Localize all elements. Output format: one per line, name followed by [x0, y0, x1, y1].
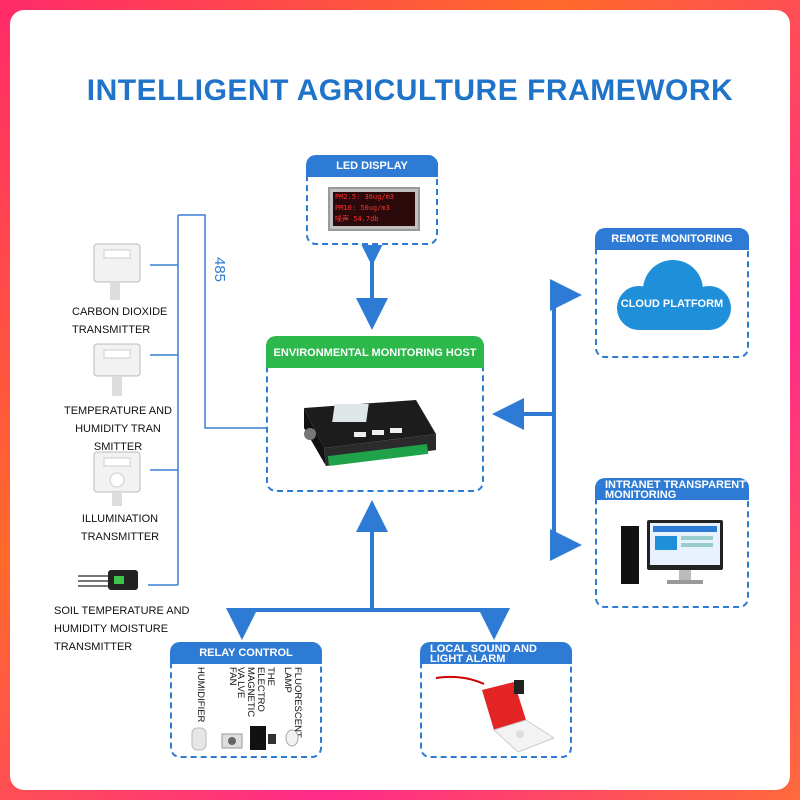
soil-sensor-icon — [78, 570, 138, 590]
valve-icon — [250, 726, 266, 750]
cloud-icon — [617, 260, 731, 330]
alarm-device-icon — [435, 675, 556, 753]
led-line-3: 噪声 54.7db — [335, 215, 379, 223]
led-display-header: LED DISPLAY — [306, 155, 438, 177]
computer-icon — [621, 520, 723, 584]
alarm-panel: LOCAL SOUND AND LIGHT ALARM — [420, 642, 572, 758]
intranet-panel: INTRANET TRANSPARENT MONITORING — [595, 478, 749, 608]
sensor-label-temp-humidity: TEMPERATURE AND HUMIDITY TRAN SMITTER — [64, 405, 172, 453]
intranet-header: INTRANET TRANSPARENT MONITORING — [595, 478, 749, 501]
page-title: INTELLIGENT AGRICULTURE FRAMEWORK — [86, 74, 734, 107]
relay-device-valve: THE ELECTRO MAGNETIC VA LVE — [235, 667, 276, 718]
host-panel: ENVIRONMENTAL MONITORING HOST — [266, 336, 484, 492]
sensor-label-soil: SOIL TEMPERATURE AND HUMIDITY MOISTURE T… — [54, 605, 190, 653]
illumination-sensor-icon — [93, 451, 141, 506]
led-line-1: PM2.5: 36ug/m3 — [335, 193, 395, 201]
relay-device-humidifier: HUMIDIFIER — [195, 667, 206, 723]
remote-monitoring-panel: REMOTE MONITORING CLOUD PLATFORM — [595, 228, 749, 358]
host-device-icon — [304, 400, 436, 467]
relay-header: RELAY CONTROL — [170, 642, 322, 664]
rs485-bus — [148, 214, 266, 586]
led-sign: PM2.5: 36ug/m3 PM10: 50ug/m3 噪声 54.7db — [328, 187, 420, 231]
led-line-2: PM10: 50ug/m3 — [335, 204, 390, 212]
humidifier-icon — [191, 727, 207, 751]
sensor-label-illumination: ILLUMINATION TRANSMITTER — [80, 513, 160, 543]
host-header: ENVIRONMENTAL MONITORING HOST — [266, 336, 484, 368]
alarm-header: LOCAL SOUND AND LIGHT ALARM — [420, 642, 572, 665]
lamp-icon — [285, 729, 299, 747]
relay-device-fan: FAN — [227, 667, 238, 686]
led-display-panel: LED DISPLAY PM2.5: 36ug/m3 PM10: 50ug/m3… — [306, 155, 438, 245]
relay-device-lamp: FLUORESCENT LAMP — [282, 667, 303, 738]
remote-header: REMOTE MONITORING — [595, 228, 749, 250]
co2-sensor-icon — [93, 243, 141, 300]
bus-label: 485 — [211, 257, 228, 283]
sensor-label-co2: CARBON DIOXIDE TRANSMITTER — [72, 306, 168, 336]
cloud-platform-label: CLOUD PLATFORM — [620, 298, 724, 310]
temp-humidity-sensor-icon — [93, 343, 141, 396]
